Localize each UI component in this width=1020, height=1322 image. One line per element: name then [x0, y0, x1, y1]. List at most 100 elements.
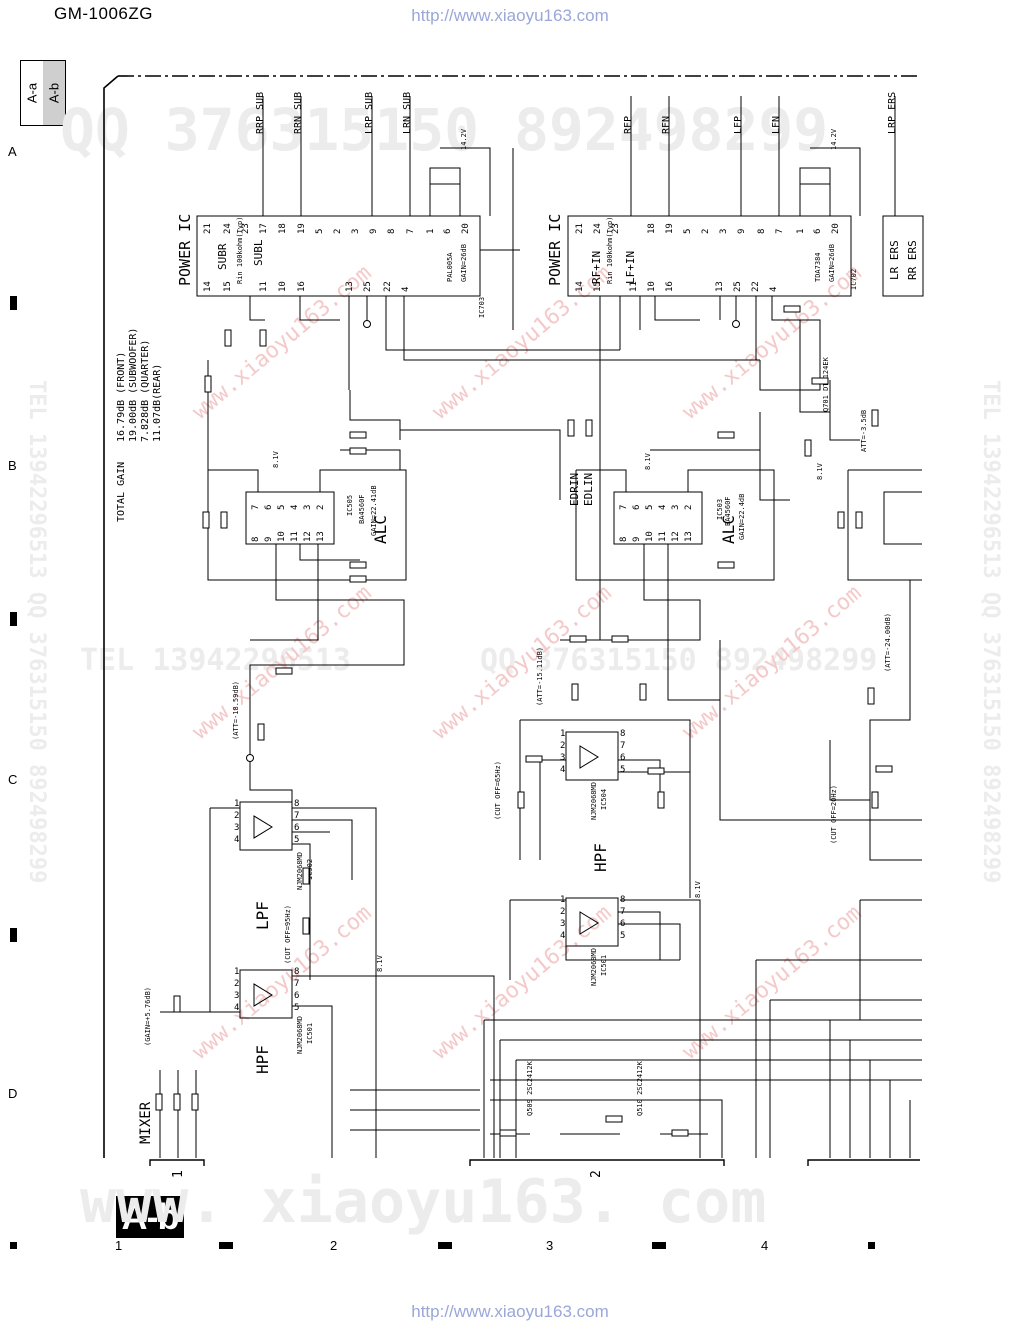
watermark-qq-2: QQ 376315150 892498299: [480, 643, 877, 678]
transistor-q510: Q510 2SC2412K: [636, 1060, 644, 1116]
left-pin-bot-6: 13: [345, 281, 355, 292]
signal-rfp: RFP: [623, 116, 634, 134]
left-pin-top-10: 9: [369, 229, 379, 234]
resistor-r573: [717, 431, 735, 439]
alc-l-pin-top-6: 2: [316, 505, 326, 510]
resistor-r723: [204, 375, 212, 393]
alc-right-gain: GAIN=22.4dB: [738, 494, 746, 540]
left-pin-top-15: 20: [461, 223, 471, 234]
alc-left-ref: IC505: [346, 495, 354, 516]
alc-l-pin-bot-3: 10: [277, 531, 287, 542]
alc-left-title: ALC: [371, 515, 390, 544]
resistor-r526: [657, 791, 665, 809]
hpf2-pin-5: 5: [620, 931, 625, 941]
column-label-1: 1: [115, 1238, 123, 1253]
alc-l-pin-bot-5: 12: [303, 531, 313, 542]
alc-l-pin-top-4: 4: [290, 505, 300, 510]
capacitor-c715: [259, 329, 267, 347]
right-pin-bot-5: 16: [665, 281, 675, 292]
alc-l-pin-bot-2: 9: [264, 537, 274, 542]
right-pin-bot-3: 11: [629, 281, 639, 292]
tab-a-a[interactable]: A-a: [21, 61, 43, 125]
source-url-bottom[interactable]: http://www.xiaoyu163.com: [411, 1302, 609, 1321]
resistor-r603: [191, 1093, 199, 1111]
alc-r-pin-top-2: 6: [632, 505, 642, 510]
right-pin-bot-7: 25: [733, 281, 743, 292]
power-ic-left: [196, 96, 760, 390]
alc-r-pin-top-1: 7: [619, 505, 629, 510]
column-marker: [652, 1242, 666, 1249]
signal-lrp-sub: LRP SUB: [364, 92, 375, 134]
resistor-r541: [202, 511, 210, 529]
hpfl-pin-6: 6: [294, 991, 299, 1001]
column-label-2: 2: [330, 1238, 338, 1253]
left-pin-top-2: 24: [223, 223, 233, 234]
lpf-pin-5: 5: [294, 835, 299, 845]
cutoff-lpf: (CUT OFF=95Hz): [284, 905, 292, 964]
att-right: ATT=-3.5dB: [860, 410, 868, 452]
left-pin-top-12: 7: [406, 229, 416, 234]
hpf-centre: [483, 640, 922, 1158]
resistor-r558: [671, 1129, 689, 1137]
source-url-top[interactable]: http://www.xiaoyu163.com: [411, 6, 609, 25]
left-pin-bot-7: 25: [363, 281, 373, 292]
left-test-point: [246, 754, 254, 762]
resistor-r547: [837, 511, 845, 529]
resistor-r575: [571, 683, 579, 701]
resistor-r441: [875, 765, 893, 773]
hpfl-pin-7: 7: [294, 979, 299, 989]
lpf-hpf-left: [159, 760, 495, 1158]
row-label-d: D: [8, 1086, 18, 1101]
vcc-8v1-alc-left: 8.1V: [272, 450, 280, 468]
resistor-r545: [349, 447, 367, 455]
sheet-tabs: A-a A-b: [20, 60, 66, 126]
column-label-4: 4: [761, 1238, 769, 1253]
hpf1-pin-8: 8: [620, 729, 625, 739]
tab-a-b[interactable]: A-b: [43, 61, 65, 125]
left-pin-top-5: 18: [278, 223, 288, 234]
resistor-r439: [871, 791, 879, 809]
total-gain-block: TOTAL GAIN 16.79dB (FRONT) 19.00dB (SUBW…: [116, 328, 163, 522]
signal-lfp: LFP: [733, 116, 744, 134]
right-pin-top-11: 7: [775, 229, 785, 234]
column-marker: [868, 1242, 875, 1249]
vcc-8v1-alc-right: 8.1V: [644, 452, 652, 470]
left-pin-top-6: 19: [297, 223, 307, 234]
vcc-8v1-hpf: 8.1V: [694, 880, 702, 898]
left-pin-bot-8: 22: [383, 281, 393, 292]
row-label-c: C: [8, 772, 18, 787]
lpf-pin-3: 3: [234, 823, 239, 833]
hpfl-pin-8: 8: [294, 967, 299, 977]
watermark-side-left: TEL 13942296513 QQ 376315150 892498299: [24, 380, 49, 883]
left-pin-top-4: 17: [259, 223, 269, 234]
right-pin-top-12: 1: [796, 229, 806, 234]
left-ic-gain: GAIN=26dB: [460, 244, 468, 282]
alc-right-ref: IC503: [716, 499, 724, 520]
resistor-r557: [499, 1129, 517, 1137]
left-pin-bot-2: 15: [223, 281, 233, 292]
corner-marker: [10, 1242, 17, 1249]
cutoff-centre: (CUT OFF=65Hz): [494, 761, 502, 820]
right-ic-part: TDA7384: [814, 252, 822, 282]
left-ic-ref: IC703: [478, 297, 486, 318]
right-pin-top-14: 20: [831, 223, 841, 234]
left-pin-top-9: 3: [351, 229, 361, 234]
resistor-r539: [349, 575, 367, 583]
hpfl-pin-1: 1: [234, 967, 239, 977]
right-pin-bot-1: 14: [575, 281, 585, 292]
vcc-8v1-right: 8.1V: [816, 462, 824, 480]
right-ic-ref: IC702: [850, 269, 858, 290]
passive-components: [155, 305, 893, 1137]
left-ic-subl: SUBL: [252, 239, 265, 266]
left-pin-top-13: 1: [426, 229, 436, 234]
total-gain-sub: 19.00dB (SUBWOOFER): [128, 328, 139, 442]
resistor-r602: [173, 1093, 181, 1111]
resistor-r715: [567, 419, 575, 437]
capacitor-c716: [224, 329, 232, 347]
hpfl-pin-3: 3: [234, 991, 239, 1001]
hpf-centre-labels: HPF NJM2068MD IC504 NJM2068MD IC501 (ATT…: [494, 647, 702, 1116]
model-number: GM-1006ZG: [54, 4, 153, 23]
hpf2-pin-6: 6: [620, 919, 625, 929]
resistor-r608: [173, 995, 181, 1013]
total-gain-front: 16.79dB (FRONT): [116, 352, 127, 442]
